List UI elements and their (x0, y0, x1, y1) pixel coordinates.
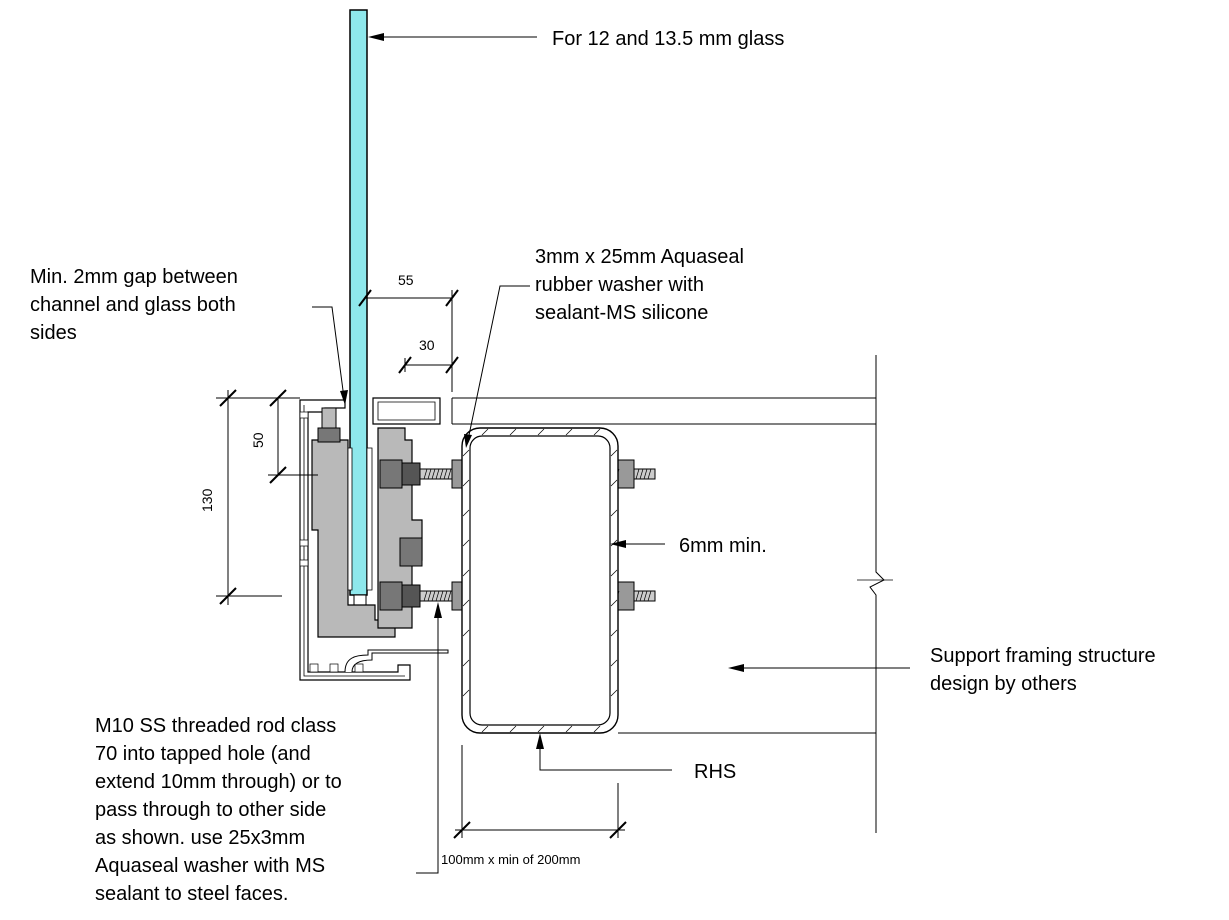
rod-note-line-7: sealant to steel faces. (95, 883, 288, 905)
rod-thread-mark (431, 590, 436, 602)
leader-washer (464, 285, 530, 448)
leader-rod (416, 602, 442, 874)
rod-thread-mark (635, 590, 640, 602)
rhs-wall-hatch (509, 725, 517, 733)
rhs-wall-hatch (481, 428, 489, 436)
glass-panel (349, 9, 368, 596)
rod-note-line-4: pass through to other side (95, 799, 326, 821)
framing-note: Support framing structure design by othe… (930, 645, 1156, 695)
rod-thread-mark (643, 468, 648, 480)
rod-thread-mark (447, 590, 452, 602)
rod-thread-mark (431, 468, 436, 480)
rhs-wall-hatch (610, 569, 618, 577)
aluminium-channel (299, 399, 449, 681)
rhs-wall-hatch (610, 479, 618, 487)
rod-thread-mark (439, 468, 444, 480)
rhs-wall-hatch (537, 725, 545, 733)
leader-rhs (536, 733, 672, 771)
rhs-wall-hatch (462, 539, 470, 547)
dimension-130: 130 (199, 389, 300, 605)
dimension-50-label: 50 (250, 432, 266, 448)
rod-thread-mark (447, 468, 452, 480)
rod-thread-mark (439, 590, 444, 602)
washer-note: 3mm x 25mm Aquaseal rubber washer with s… (535, 246, 744, 324)
rhs-wall-hatch (462, 509, 470, 517)
leader-glass (368, 33, 537, 41)
framing-note-line-1: Support framing structure (930, 645, 1156, 667)
rhs-wall-hatch (462, 689, 470, 697)
gap-note-line-1: Min. 2mm gap between (30, 266, 238, 288)
rod-note-line-3: extend 10mm through) or to (95, 771, 342, 793)
framing-note-line-2: design by others (930, 673, 1077, 695)
dimension-130-label: 130 (199, 488, 215, 512)
rod-thread-mark (639, 590, 644, 602)
gap-note: Min. 2mm gap between channel and glass b… (30, 266, 238, 344)
leader-framing (728, 664, 910, 672)
glass-note: For 12 and 13.5 mm glass (552, 28, 784, 50)
rhs-wall-hatch (462, 629, 470, 637)
dimension-rhs-label: 100mm x min of 200mm (441, 852, 580, 867)
dimension-30-label: 30 (419, 337, 435, 353)
rhs-wall-hatch (462, 599, 470, 607)
rhs-wall-hatch (610, 689, 618, 697)
rod-thread-mark (635, 468, 640, 480)
support-framing (451, 355, 893, 833)
rhs-wall-hatch (610, 659, 618, 667)
washer-note-line-1: 3mm x 25mm Aquaseal (535, 246, 744, 268)
rhs-section (461, 427, 619, 734)
dimension-30: 30 (398, 337, 459, 374)
rhs-wall-hatch (565, 428, 573, 436)
rhs-wall-hatch (462, 569, 470, 577)
rhs-wall-hatch (610, 629, 618, 637)
rhs-wall-hatch (593, 428, 601, 436)
rhs-wall-hatch (565, 725, 573, 733)
gap-note-line-3: sides (30, 322, 77, 344)
rhs-wall-hatch (509, 428, 517, 436)
rhs-wall-hatch (462, 659, 470, 667)
rod-thread-mark (435, 468, 440, 480)
dimension-rhs-width: 100mm x min of 200mm (441, 745, 627, 867)
rhs-wall-hatch (462, 449, 470, 457)
rod-note-line-1: M10 SS threaded rod class (95, 715, 336, 737)
rod-thread-mark (423, 590, 428, 602)
washer-note-line-3: sealant-MS silicone (535, 302, 708, 324)
leader-wall (610, 540, 665, 548)
rod-thread-mark (427, 468, 432, 480)
rhs-wall-hatch (481, 725, 489, 733)
rod-note: M10 SS threaded rod class 70 into tapped… (95, 715, 342, 905)
washer-note-line-2: rubber washer with (535, 274, 704, 296)
rod-thread-mark (443, 468, 448, 480)
rhs-wall-hatch (610, 509, 618, 517)
wall-note: 6mm min. (679, 535, 767, 557)
dimension-55: 55 (358, 272, 459, 392)
rod-note-line-2: 70 into tapped hole (and (95, 743, 311, 765)
rhs-wall-hatch (537, 428, 545, 436)
rhs-wall-hatch (462, 479, 470, 487)
rod-note-line-5: as shown. use 25x3mm (95, 827, 305, 849)
rod-thread-mark (647, 468, 652, 480)
rhs-wall-hatch (610, 449, 618, 457)
rhs-wall-hatch (593, 725, 601, 733)
rod-thread-mark (643, 590, 648, 602)
leader-gap (312, 306, 348, 405)
rhs-note: RHS (694, 761, 736, 783)
dimension-55-label: 55 (398, 272, 414, 288)
rod-thread-mark (647, 590, 652, 602)
rod-note-line-6: Aquaseal washer with MS (95, 855, 325, 877)
gap-note-line-2: channel and glass both (30, 294, 236, 316)
rod-thread-mark (427, 590, 432, 602)
rhs-hatching (462, 428, 618, 733)
rod-thread-mark (423, 468, 428, 480)
rhs-wall-hatch (610, 599, 618, 607)
rod-thread-mark (639, 468, 644, 480)
rod-thread-mark (435, 590, 440, 602)
rod-thread-mark (443, 590, 448, 602)
